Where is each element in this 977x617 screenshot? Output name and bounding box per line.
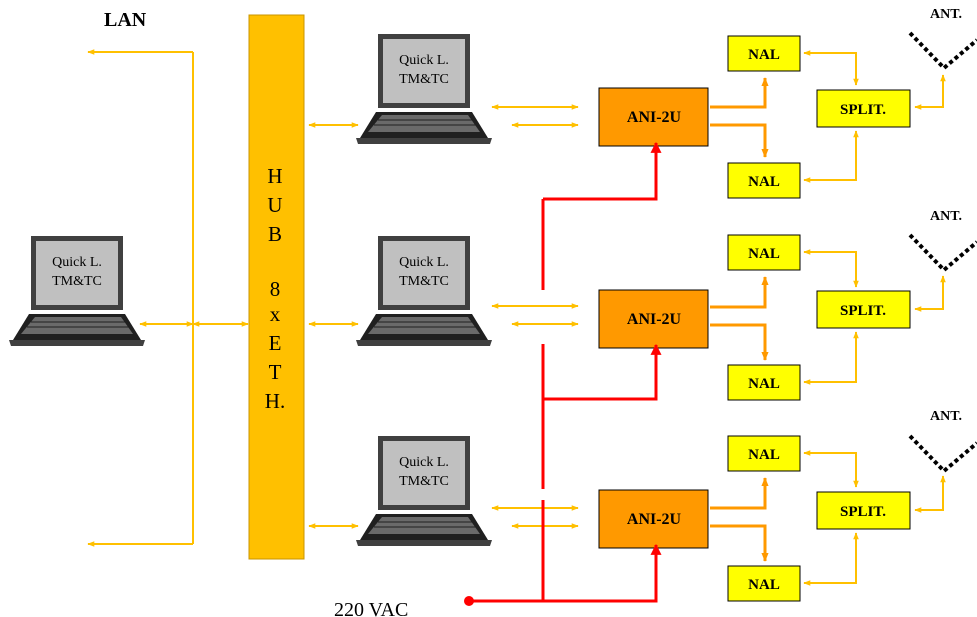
laptop-icon: Quick L. TM&TC bbox=[355, 435, 493, 547]
power-source-dot bbox=[464, 596, 474, 606]
nal-label: NAL bbox=[748, 47, 780, 63]
antenna-icon bbox=[908, 31, 977, 71]
hub-letter: U bbox=[267, 193, 282, 217]
laptop-icon: Quick L. TM&TC bbox=[355, 33, 493, 145]
laptop-label-line1: Quick L. bbox=[52, 255, 102, 270]
hub-letter: B bbox=[268, 222, 282, 246]
nal-box bbox=[727, 234, 801, 271]
antenna-label: ANT. bbox=[930, 409, 962, 424]
nal-label: NAL bbox=[748, 577, 780, 593]
nal-box bbox=[727, 435, 801, 472]
splitter-label: SPLIT. bbox=[840, 102, 886, 118]
nal-box bbox=[727, 162, 801, 199]
hub-letter: H. bbox=[265, 389, 285, 413]
ani-2u-label: ANI-2U bbox=[627, 511, 682, 528]
power-label: 220 VAC bbox=[334, 599, 408, 617]
hub-letter: H bbox=[267, 164, 282, 188]
lan-label: LAN bbox=[104, 9, 147, 31]
nal-label: NAL bbox=[748, 447, 780, 463]
hub-letter: T bbox=[269, 360, 282, 384]
splitter-label: SPLIT. bbox=[840, 504, 886, 520]
splitter-box bbox=[816, 290, 911, 329]
laptop-icon: Quick L. TM&TC bbox=[355, 235, 493, 347]
hub: H U B 8 x E T H. bbox=[248, 14, 305, 560]
laptop-label-line2: TM&TC bbox=[399, 72, 449, 87]
laptop-label-line1: Quick L. bbox=[399, 455, 449, 470]
ani-2u-box bbox=[598, 489, 709, 549]
antenna-label: ANT. bbox=[930, 7, 962, 22]
ani-2u-label: ANI-2U bbox=[627, 311, 682, 328]
hub-letter: x bbox=[270, 302, 281, 326]
laptop-label-line1: Quick L. bbox=[399, 255, 449, 270]
antenna-icon bbox=[908, 434, 977, 474]
ani-2u-label: ANI-2U bbox=[627, 109, 682, 126]
splitter-box bbox=[816, 491, 911, 530]
nal-label: NAL bbox=[748, 376, 780, 392]
ani-2u-box bbox=[598, 87, 709, 147]
nal-box bbox=[727, 364, 801, 401]
hub-letter: 8 bbox=[270, 277, 281, 301]
laptop-label-line1: Quick L. bbox=[399, 53, 449, 68]
row-2: Quick L. TM&TC ANI-2U NAL NAL SPLIT. ANT… bbox=[308, 209, 977, 401]
nal-label: NAL bbox=[748, 174, 780, 190]
laptop-label-line2: TM&TC bbox=[399, 474, 449, 489]
lan-bus bbox=[87, 49, 249, 547]
splitter-label: SPLIT. bbox=[840, 303, 886, 319]
laptop-label-line2: TM&TC bbox=[52, 274, 102, 289]
row-1: Quick L. TM&TC ANI-2U NAL NAL SPLIT. ANT… bbox=[308, 7, 977, 199]
splitter-box bbox=[816, 89, 911, 128]
ani-2u-box bbox=[598, 289, 709, 349]
nal-label: NAL bbox=[748, 246, 780, 262]
laptop-label-line2: TM&TC bbox=[399, 274, 449, 289]
row-3: Quick L. TM&TC ANI-2U NAL NAL SPLIT. ANT… bbox=[308, 409, 977, 602]
nal-box bbox=[727, 35, 801, 72]
nal-box bbox=[727, 565, 801, 602]
laptop-icon: Quick L. TM&TC bbox=[8, 235, 146, 347]
antenna-label: ANT. bbox=[930, 209, 962, 224]
power-distribution bbox=[469, 141, 662, 603]
hub-letter: E bbox=[269, 331, 282, 355]
antenna-icon bbox=[908, 233, 977, 273]
